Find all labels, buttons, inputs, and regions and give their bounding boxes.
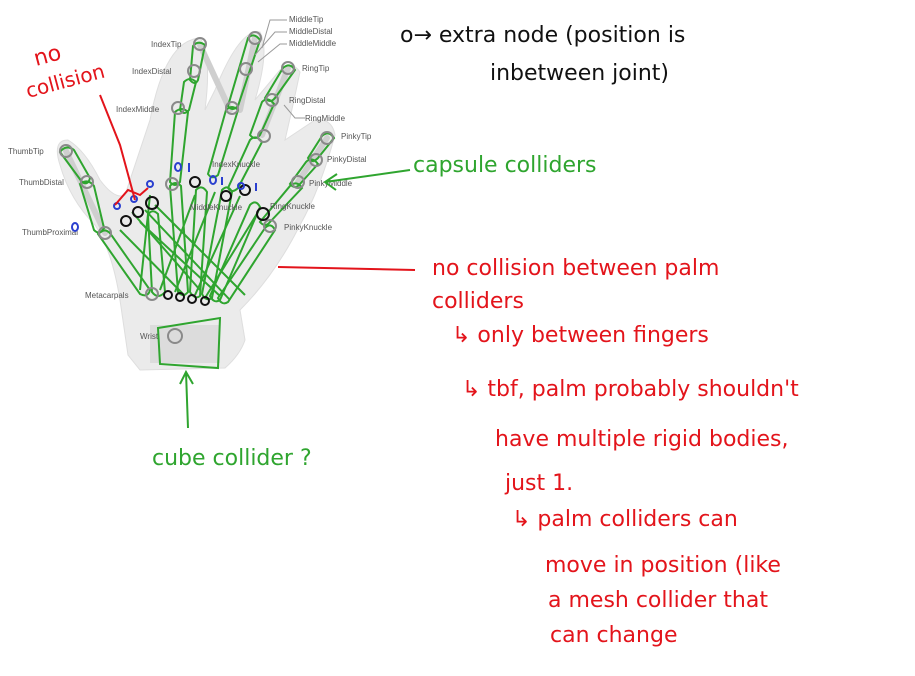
- label-ring-knuckle: RingKnuckle: [270, 202, 315, 211]
- note-capsule-colliders: capsule colliders: [413, 153, 597, 178]
- wrist-block: [150, 325, 220, 363]
- label-metacarpals: Metacarpals: [85, 291, 129, 300]
- label-pinky-distal: PinkyDistal: [327, 155, 367, 164]
- note-palm-5: have multiple rigid bodies,: [495, 427, 789, 452]
- note-no: no: [31, 41, 64, 72]
- note-palm-9: a mesh collider that: [548, 588, 768, 613]
- green-arrows: [179, 169, 411, 429]
- joint-circles: [59, 31, 334, 344]
- note-palm-4: ↳ tbf, palm probably shouldn't: [462, 377, 799, 402]
- extra-nodes: [120, 176, 270, 306]
- label-index-distal: IndexDistal: [132, 67, 172, 76]
- note-palm-7: ↳ palm colliders can: [512, 507, 738, 532]
- label-index-middle: IndexMiddle: [116, 105, 160, 114]
- joint-labels: IndexTip IndexDistal IndexMiddle IndexKn…: [8, 15, 372, 341]
- label-middle-tip: MiddleTip: [289, 15, 324, 24]
- annotations: no collision o→ extra node (position is …: [23, 23, 799, 648]
- label-index-knuckle: IndexKnuckle: [212, 160, 261, 169]
- label-index-tip: IndexTip: [151, 40, 182, 49]
- note-cube-collider: cube collider ?: [152, 446, 312, 471]
- label-pinky-middle: PinkyMiddle: [309, 179, 353, 188]
- label-pinky-tip: PinkyTip: [341, 132, 372, 141]
- note-palm-8: move in position (like: [545, 553, 781, 578]
- label-thumb-proximal: ThumbProximal: [22, 228, 78, 237]
- note-palm-10: can change: [550, 623, 677, 648]
- label-thumb-tip: ThumbTip: [8, 147, 44, 156]
- note-palm-6: just 1.: [504, 471, 573, 496]
- label-ring-tip: RingTip: [302, 64, 330, 73]
- label-thumb-distal: ThumbDistal: [19, 178, 64, 187]
- note-palm-3: ↳ only between fingers: [452, 323, 709, 348]
- label-pinky-knuckle: PinkyKnuckle: [284, 223, 333, 232]
- note-palm-2: colliders: [432, 289, 524, 314]
- red-palm-line: [277, 266, 416, 271]
- note-extra-node-1: o→ extra node (position is: [400, 23, 685, 48]
- capsule-colliders: [58, 34, 336, 305]
- label-middle-middle: MiddleMiddle: [289, 39, 337, 48]
- label-middle-knuckle: MiddleKnuckle: [190, 203, 243, 212]
- note-palm-1: no collision between palm: [432, 256, 719, 281]
- label-ring-distal: RingDistal: [289, 96, 326, 105]
- label-ring-middle: RingMiddle: [305, 114, 346, 123]
- label-wrist: Wrist: [140, 332, 159, 341]
- cube-collider: [156, 316, 222, 370]
- red-arrow-no-collision: [99, 94, 149, 206]
- label-middle-distal: MiddleDistal: [289, 27, 333, 36]
- leader-lines: [254, 19, 305, 119]
- note-extra-node-2: inbetween joint): [490, 61, 669, 86]
